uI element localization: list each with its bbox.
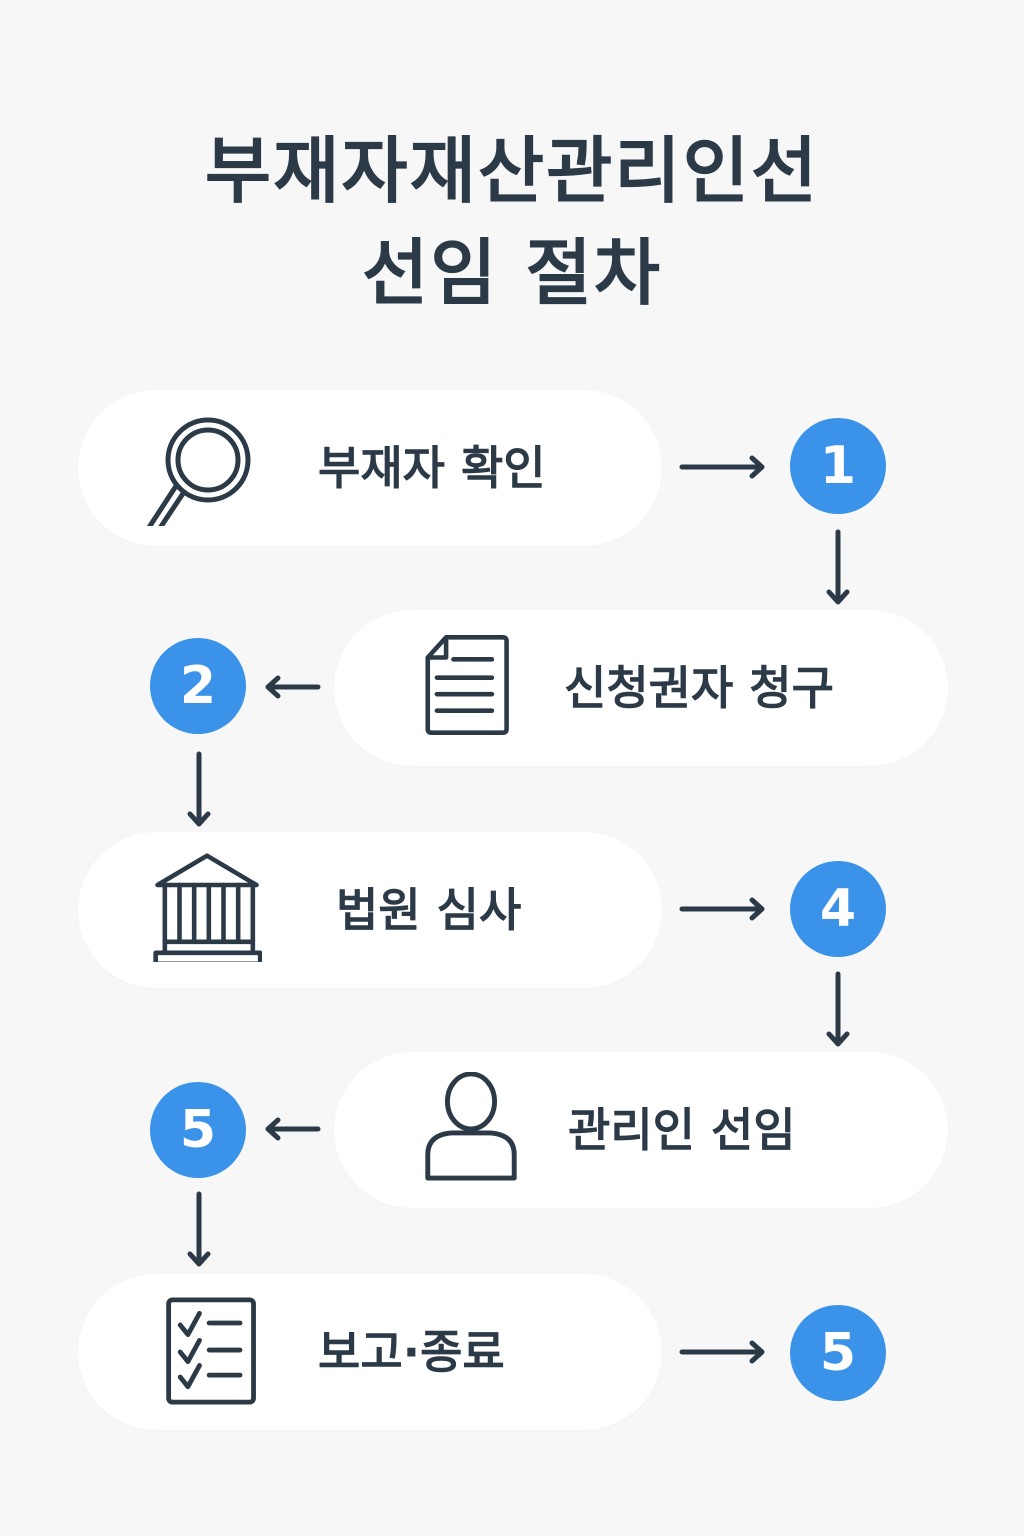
- arrow-down-icon: [826, 971, 850, 1047]
- arrow-left-icon: [265, 675, 321, 699]
- step-badge-2: 2: [150, 638, 246, 734]
- checklist-icon: [166, 1297, 256, 1405]
- title-line-2: 선임 절차: [361, 231, 663, 315]
- step-card-4: 관리인 선임: [334, 1052, 948, 1208]
- page-title: 부재자재산관리인선 선임 절차: [0, 120, 1024, 324]
- step-card-3: 법원 심사: [78, 832, 662, 988]
- arrow-right-icon: [679, 897, 765, 921]
- step-label: 관리인 선임: [568, 1103, 796, 1157]
- step-label: 부재자 확인: [318, 441, 546, 495]
- arrow-left-icon: [265, 1117, 321, 1141]
- person-icon: [425, 1072, 517, 1181]
- step-label: 법원 심사: [336, 883, 522, 937]
- step-badge-4: 5: [150, 1082, 246, 1178]
- arrow-down-icon: [187, 1191, 211, 1267]
- step-badge-5: 5: [790, 1305, 886, 1401]
- title-line-1: 부재자재산관리인선: [204, 129, 820, 213]
- arrow-down-icon: [826, 529, 850, 605]
- step-card-1: 부재자 확인: [78, 390, 662, 546]
- magnifier-icon: [146, 417, 251, 526]
- step-label: 보고·종료: [318, 1325, 505, 1379]
- step-card-2: 신청권자 청구: [334, 610, 948, 766]
- arrow-right-icon: [679, 455, 765, 479]
- step-label: 신청권자 청구: [564, 661, 834, 715]
- step-badge-1: 1: [790, 418, 886, 514]
- document-icon: [425, 635, 509, 735]
- arrow-down-icon: [187, 751, 211, 827]
- arrow-right-icon: [679, 1340, 765, 1364]
- courthouse-icon: [153, 853, 262, 962]
- step-card-5: 보고·종료: [78, 1274, 662, 1430]
- step-badge-3: 4: [790, 861, 886, 957]
